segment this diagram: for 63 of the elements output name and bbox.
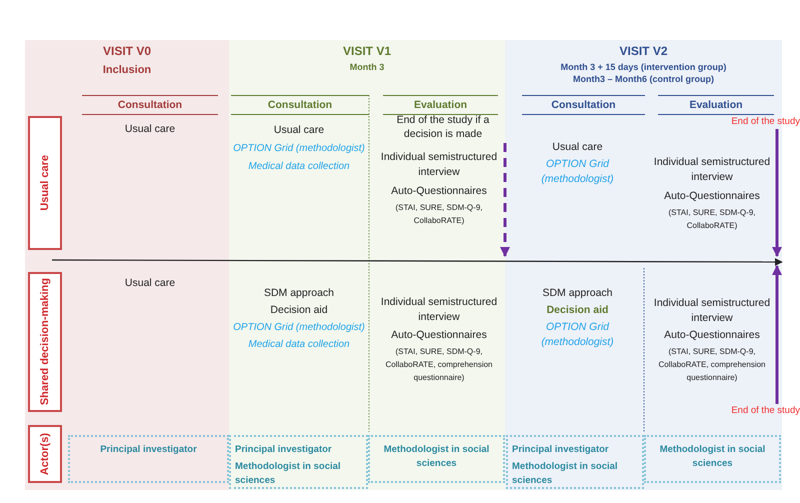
activity-text: OPTION Grid (methodologist) xyxy=(540,320,615,350)
activity-text: Auto-Questionnaires xyxy=(663,328,761,343)
activity-text: Auto-Questionnaires xyxy=(390,328,488,343)
questionnaire-list: (STAI, SURE, SDM-Q-9, CollaboRATE, comprehension questionnaire) xyxy=(648,345,776,384)
questionnaire-list: (STAI, SURE, SDM-Q-9, CollaboRATE) xyxy=(380,201,498,227)
activity-text: Individual semistructured interview xyxy=(380,295,498,325)
column-header: Evaluation xyxy=(383,95,498,115)
column-header: Consultation xyxy=(522,95,645,115)
row-label: Usual care xyxy=(39,155,51,211)
activity-text: Usual care xyxy=(272,123,326,138)
arrow xyxy=(772,129,782,257)
actor-name: Methodologist in social sciences xyxy=(512,460,619,488)
questionnaire-list: (STAI, SURE, SDM-Q-9, CollaboRATE, comprehension questionnaire) xyxy=(374,345,504,384)
row-label-box xyxy=(28,272,62,412)
visit-title: VISIT V0 xyxy=(102,44,152,58)
activity-text: OPTION Grid (methodologist) xyxy=(232,142,366,156)
activity-text: OPTION Grid (methodologist) xyxy=(540,157,615,187)
timeline-arrow xyxy=(52,258,783,266)
end-of-study-note: End of the study xyxy=(712,115,800,129)
activity-text: Usual care xyxy=(551,140,604,155)
actor-name: Methodologist in social sciences xyxy=(382,443,490,471)
visit-title: VISIT V1 xyxy=(342,44,392,58)
activity-text: Decision aid xyxy=(546,303,610,318)
actor-box xyxy=(506,435,644,489)
activity-text: Usual care xyxy=(124,122,176,137)
visit-period: Month3 – Month6 (control group) xyxy=(572,74,715,84)
activity-text: Medical data collection xyxy=(247,338,351,352)
actor-name: Principal investigator xyxy=(512,443,610,457)
visit-band xyxy=(229,40,505,490)
row-label: Shared decision-making xyxy=(39,278,51,406)
activity-text: Usual care xyxy=(124,276,176,291)
activity-text: Auto-Questionnaires xyxy=(390,184,488,199)
actor-box xyxy=(229,435,368,489)
activity-text: OPTION Grid (methodologist) xyxy=(232,321,366,335)
row-label-box xyxy=(28,425,62,483)
activity-text: Auto-Questionnaires xyxy=(663,189,761,204)
arrow xyxy=(500,143,510,257)
activity-text: Medical data collection xyxy=(247,160,351,174)
column-header: Consultation xyxy=(82,95,218,115)
end-of-study-note: End of the study if a decision is made xyxy=(381,113,505,143)
column-header: Evaluation xyxy=(658,95,774,115)
actor-name: Methodologist in social sciences xyxy=(658,443,766,471)
arrow xyxy=(772,265,782,404)
visit-band xyxy=(25,40,229,490)
activity-text: Individual semistructured interview xyxy=(380,150,498,180)
activity-text: SDM approach xyxy=(541,286,614,301)
activity-text: Decision aid xyxy=(269,303,329,318)
visit-title: VISIT V2 xyxy=(618,44,669,58)
actor-box xyxy=(644,435,781,483)
actor-name: Principal investigator xyxy=(235,443,333,457)
visit-period: Inclusion xyxy=(102,64,152,76)
questionnaire-list: (STAI, SURE, SDM-Q-9, CollaboRATE) xyxy=(655,206,769,232)
row-label: Actor(s) xyxy=(39,432,51,476)
end-of-study-note: End of the study xyxy=(712,404,800,418)
visit-period: Month 3 + 15 days (intervention group) xyxy=(560,62,728,72)
activity-text: Individual semistructured interview xyxy=(652,296,772,326)
column-header: Consultation xyxy=(231,95,369,115)
activity-text: SDM approach xyxy=(262,286,336,301)
row-label-box xyxy=(28,116,62,250)
visit-period: Month 3 xyxy=(348,62,386,72)
actor-name: Principal investigator xyxy=(99,443,198,457)
activity-text: Individual semistructured interview xyxy=(652,155,772,185)
actor-name: Methodologist in social sciences xyxy=(235,460,342,488)
